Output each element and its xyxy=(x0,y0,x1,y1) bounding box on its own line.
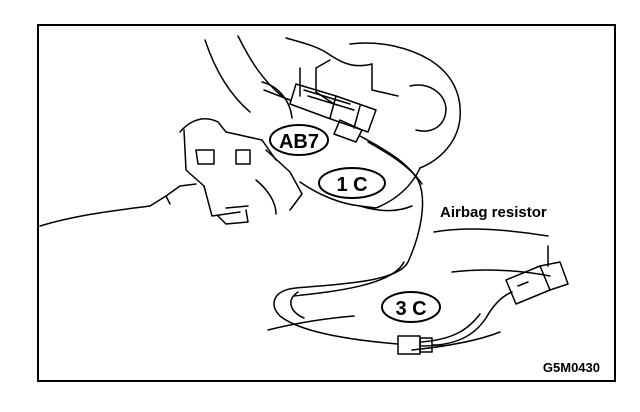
label-3c: 3 C xyxy=(395,298,426,320)
callout-ab7: AB7 xyxy=(269,124,329,156)
label-ab7: AB7 xyxy=(279,131,319,153)
airbag-resistor-illustration xyxy=(505,245,569,305)
callout-3c: 3 C xyxy=(381,291,441,323)
diagram-frame xyxy=(37,24,616,382)
label-1c: 1 C xyxy=(336,174,367,196)
steering-column-illustration xyxy=(39,35,551,351)
upper-connector xyxy=(289,83,377,143)
wire-harness xyxy=(273,135,513,347)
figure-code: G5M0430 xyxy=(543,360,600,375)
inline-connector xyxy=(397,335,443,355)
label-airbag-resistor: Airbag resistor xyxy=(440,204,547,221)
callout-1c: 1 C xyxy=(318,167,386,199)
